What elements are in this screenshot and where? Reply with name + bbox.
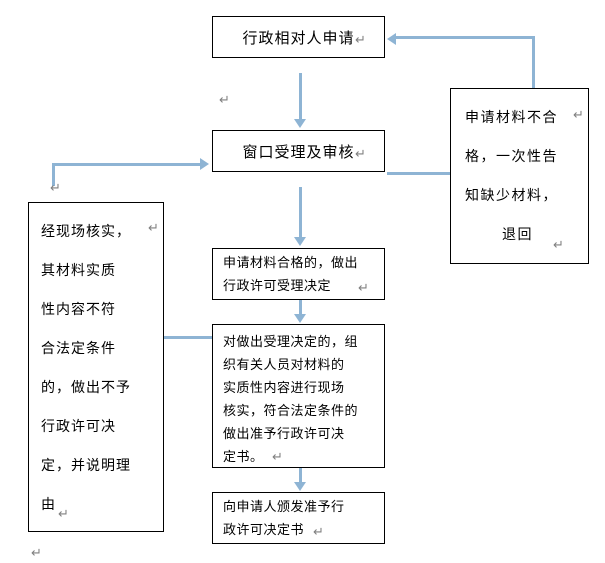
node-reject-line-4: 退回 xyxy=(502,228,533,243)
node-verify-line-5: 做出准予行政许可决 xyxy=(223,426,345,441)
node-verify-line-4: 核实，符合法定条件的 xyxy=(223,403,359,418)
node-issue-line-1: 向申请人颁发准予行 xyxy=(223,499,345,514)
node-materials-qualified-acceptance-decision[interactable]: 申请材料合格的，做出 行政许可受理决定 xyxy=(212,248,385,300)
arrowhead-reject-to-apply xyxy=(387,33,396,45)
node-onsite-verification-denial[interactable]: 经现场核实， 其材料实质 性内容不符 合法定条件 的，做出不予 行政许可决 定，… xyxy=(28,202,164,532)
paragraph-mark-icon-issue-last: ↵ xyxy=(313,524,324,539)
arrowhead-verify-to-issue xyxy=(294,482,306,491)
arrowhead-apply-to-accept xyxy=(294,119,306,128)
arrowhead-accept-to-qualified xyxy=(294,237,306,246)
paragraph-mark-icon-qualified-last: ↵ xyxy=(358,280,369,295)
node-application-by-party[interactable]: 行政相对人申请 xyxy=(212,16,385,58)
node-verify-line-3: 实质性内容进行现场 xyxy=(223,380,345,395)
node-reject-line-3: 知缺少材料， xyxy=(465,189,558,204)
arrowhead-qualified-to-verify xyxy=(294,314,306,323)
paragraph-mark-icon-apply-inline: ↵ xyxy=(355,32,366,47)
node-issue-line-2: 政许可决定书 xyxy=(223,522,305,537)
paragraph-mark-icon-below-apply: ↵ xyxy=(219,92,230,107)
connector-reject-to-apply-vertical xyxy=(532,36,535,89)
paragraph-mark-icon-onsite-last: ↵ xyxy=(58,506,69,521)
node-onsite-line-6: 行政许可决 xyxy=(41,420,116,435)
connector-accept-to-qualified xyxy=(299,187,302,239)
node-onsite-line-7: 定，并说明理 xyxy=(41,459,131,474)
node-issue-permit-decision[interactable]: 向申请人颁发准予行 政许可决定书 xyxy=(212,492,385,544)
node-onsite-line-5: 的，做出不予 xyxy=(41,381,131,396)
node-onsite-check-approval-decision[interactable]: 对做出受理决定的，组 织有关人员对材料的 实质性内容进行现场 核实，符合法定条件… xyxy=(212,324,385,468)
node-verify-line-2: 织有关人员对材料的 xyxy=(223,357,345,372)
connector-onsite-to-accept-horizontal xyxy=(52,163,202,166)
node-verify-line-6: 定书。 xyxy=(223,449,264,464)
paragraph-mark-icon-verify-last: ↵ xyxy=(272,449,283,464)
paragraph-mark-icon-onsite-inline: ↵ xyxy=(148,220,159,235)
connector-reject-to-apply-horizontal xyxy=(396,36,534,39)
connector-accept-to-reject xyxy=(387,172,451,175)
node-onsite-line-3: 性内容不符 xyxy=(41,303,116,318)
node-accept-line-1: 窗口受理及审核 xyxy=(242,144,355,161)
node-apply-line-1: 行政相对人申请 xyxy=(242,30,355,47)
paragraph-mark-icon-reject-last: ↵ xyxy=(553,237,564,252)
node-onsite-line-8: 由 xyxy=(41,498,56,513)
node-onsite-line-1: 经现场核实， xyxy=(41,225,131,240)
node-verify-line-1: 对做出受理决定的，组 xyxy=(223,334,359,349)
connector-apply-to-accept xyxy=(299,73,302,121)
paragraph-mark-icon-left-stub: ↵ xyxy=(50,180,61,195)
paragraph-mark-icon-reject-inline: ↵ xyxy=(573,107,584,122)
paragraph-mark-icon-below-onsite: ↵ xyxy=(31,545,42,560)
connector-qualified-to-verify xyxy=(299,300,302,317)
connector-verify-to-onsite xyxy=(163,336,213,339)
node-materials-unqualified-return[interactable]: 申请材料不合 格，一次性告 知缺少材料， 退回 xyxy=(450,88,589,264)
connector-onsite-to-accept-vertical xyxy=(52,163,55,186)
arrowhead-onsite-to-accept xyxy=(200,158,209,170)
node-onsite-line-2: 其材料实质 xyxy=(41,264,116,279)
node-reject-line-2: 格，一次性告 xyxy=(465,150,558,165)
node-qualified-line-1: 申请材料合格的，做出 xyxy=(223,255,359,270)
node-reject-line-1: 申请材料不合 xyxy=(465,111,558,126)
paragraph-mark-icon-accept-inline: ↵ xyxy=(355,146,366,161)
node-window-acceptance-review[interactable]: 窗口受理及审核 xyxy=(212,130,385,172)
node-qualified-line-2: 行政许可受理决定 xyxy=(223,278,332,293)
node-onsite-line-4: 合法定条件 xyxy=(41,342,116,357)
connector-verify-to-issue xyxy=(299,468,302,485)
